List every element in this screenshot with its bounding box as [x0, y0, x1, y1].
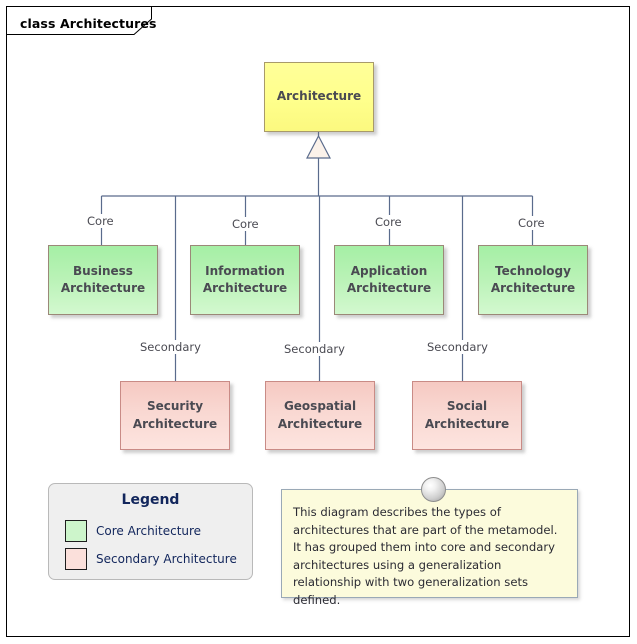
note-anchor-point-icon[interactable]: [421, 477, 446, 502]
class-box-information-architecture[interactable]: Information Architecture: [190, 245, 300, 315]
set-label-secondary-security: Secondary: [138, 340, 203, 354]
class-name-label: Application Architecture: [343, 263, 435, 298]
class-box-architecture[interactable]: Architecture: [264, 62, 374, 132]
class-name-line1: Geospatial: [283, 399, 357, 414]
legend-panel[interactable]: Legend Core Architecture Secondary Archi…: [48, 483, 253, 580]
class-name-line1: Security: [146, 399, 204, 414]
diagram-frame-border: [6, 6, 630, 637]
class-box-security-architecture[interactable]: Security Architecture: [120, 381, 230, 450]
class-name-label: Geospatial Architecture: [274, 398, 366, 433]
legend-title: Legend: [121, 492, 180, 508]
legend-item-core: Core Architecture: [65, 520, 201, 542]
class-name-line2: Architecture: [277, 416, 363, 431]
class-name-label: Security Architecture: [129, 398, 221, 433]
class-name-line2: Architecture: [202, 281, 288, 295]
class-name-label: Business Architecture: [57, 263, 149, 298]
class-name-line2: Architecture: [424, 416, 510, 431]
class-name-line1: Application: [350, 263, 428, 278]
class-name-line1: Business: [73, 263, 133, 278]
set-label-secondary-social: Secondary: [425, 340, 490, 354]
set-label-core-application: Core: [373, 215, 404, 229]
class-name-line1: Social: [446, 399, 488, 414]
class-name-label: Information Architecture: [199, 263, 291, 298]
frame-tab-shape-icon: [6, 6, 152, 35]
legend-swatch-core-icon: [65, 520, 87, 542]
class-name-label: Technology Architecture: [487, 263, 579, 298]
class-box-technology-architecture[interactable]: Technology Architecture: [478, 245, 588, 315]
class-box-business-architecture[interactable]: Business Architecture: [48, 245, 158, 315]
class-name-line2: Architecture: [346, 281, 432, 295]
legend-label-secondary: Secondary Architecture: [96, 552, 237, 566]
note-text: This diagram describes the types of arch…: [293, 505, 558, 608]
class-name-line1: Technology: [495, 263, 571, 278]
set-label-core-technology: Core: [516, 216, 547, 230]
diagram-frame-header[interactable]: class Architectures: [6, 6, 156, 35]
legend-label-core: Core Architecture: [96, 524, 202, 538]
class-name-line1: Information: [205, 263, 285, 278]
class-name-label: Social Architecture: [421, 398, 513, 433]
class-name-label: Architecture: [276, 89, 362, 104]
legend-item-secondary: Secondary Architecture: [65, 548, 237, 570]
set-label-core-information: Core: [230, 217, 261, 231]
class-name-line2: Architecture: [490, 281, 576, 295]
class-box-social-architecture[interactable]: Social Architecture: [412, 381, 522, 450]
class-name-line2: Architecture: [60, 281, 146, 295]
frame-title-label: class Architectures: [20, 16, 157, 31]
class-box-application-architecture[interactable]: Application Architecture: [334, 245, 444, 315]
legend-swatch-secondary-icon: [65, 548, 87, 570]
set-label-core-business: Core: [85, 214, 116, 228]
note-box[interactable]: This diagram describes the types of arch…: [281, 489, 578, 607]
class-name-line2: Architecture: [132, 416, 218, 431]
class-box-geospatial-architecture[interactable]: Geospatial Architecture: [265, 381, 375, 450]
set-label-secondary-geospatial: Secondary: [282, 342, 347, 356]
